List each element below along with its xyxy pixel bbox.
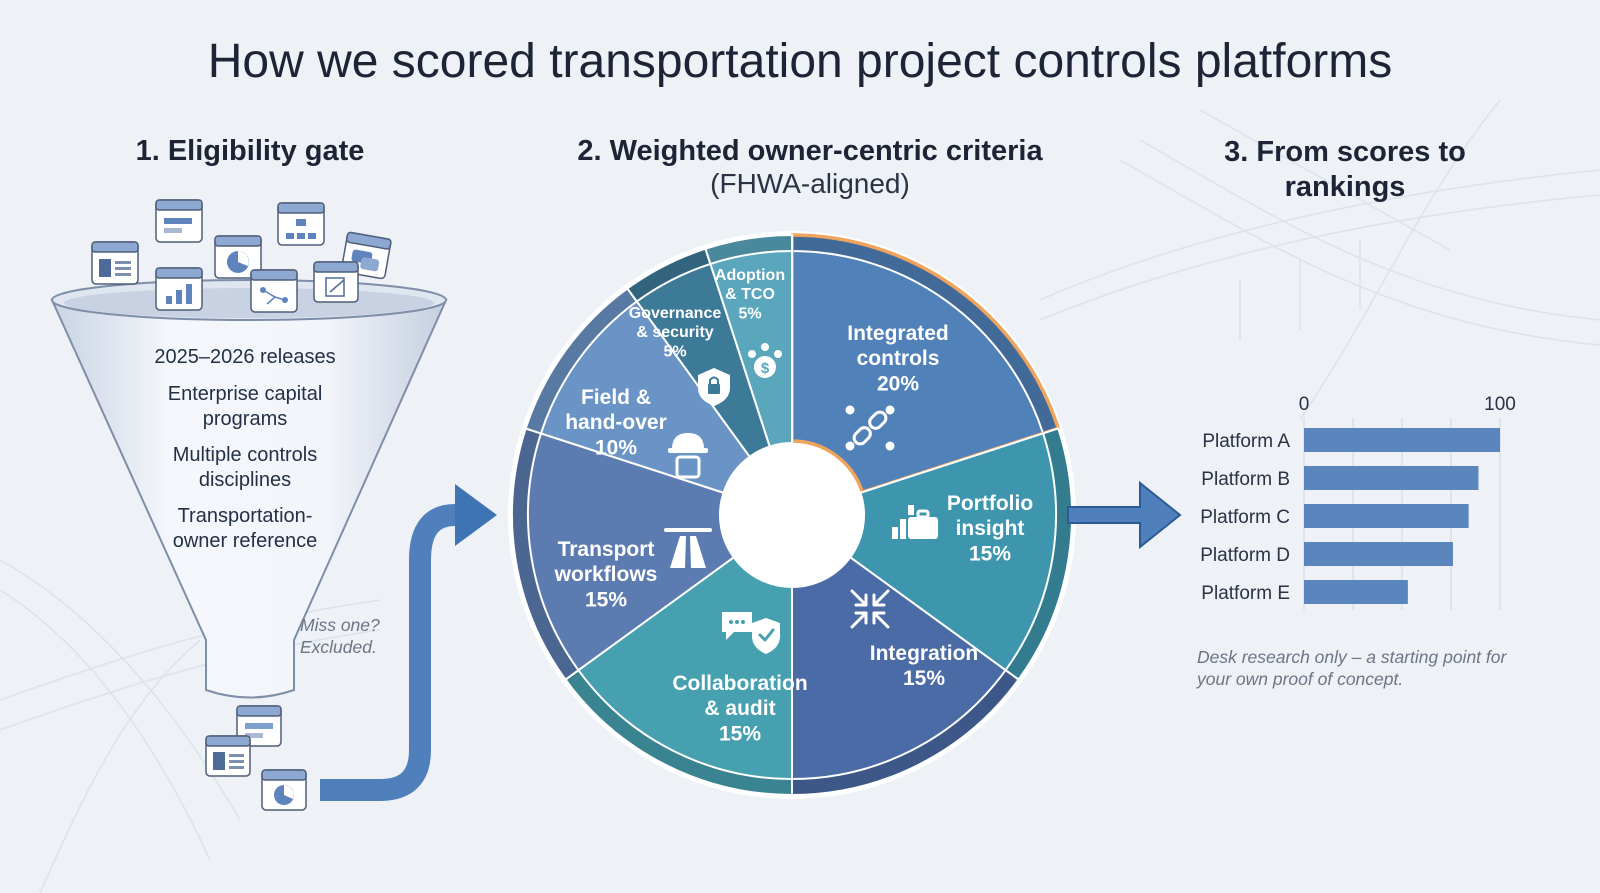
page-title: How we scored transportation project con… (207, 35, 1393, 88)
svg-text:$: $ (761, 360, 770, 377)
ranking-bar (1304, 428, 1500, 452)
wheel-center-hole (720, 443, 864, 587)
gate-criterion: Transportation-owner reference (172, 505, 318, 552)
highway-icon (664, 528, 712, 568)
desk-research-note: Desk research only – a starting point fo… (1197, 647, 1507, 689)
highlighted-segment-outline (790, 233, 1061, 494)
briefcase-chart-icon (892, 505, 938, 539)
miss-one-note: Miss one? Excluded. (300, 615, 380, 657)
step-2-title: 2. Weighted owner-centric criteria (577, 135, 1043, 167)
chat-shield-icon (722, 612, 780, 654)
step-2-subtitle: (FHWA-aligned) (710, 168, 910, 199)
flow-arrowhead (455, 484, 497, 546)
x-tick-label: 0 (1299, 394, 1310, 415)
link-icon (845, 405, 895, 451)
gate-criterion: 2025–2026 releases (154, 346, 336, 368)
people-dollar-icon: $ (748, 343, 782, 378)
step-3-heading: 3. From scores to rankings (1224, 136, 1466, 203)
step-2-heading: 2. Weighted owner-centric criteria (FHWA… (520, 135, 1100, 200)
hardhat-tablet-icon (668, 433, 708, 479)
ranking-bar (1304, 542, 1453, 566)
output-arrow (1067, 480, 1182, 550)
app-window-icons (91, 199, 392, 811)
step-1-heading: 1. Eligibility gate (135, 135, 365, 167)
ranking-bar (1304, 580, 1408, 604)
bar-category-label: Platform D (1200, 545, 1290, 566)
ranking-bar (1304, 504, 1469, 528)
wheel-segment-rim (704, 233, 793, 266)
bar-category-label: Platform A (1202, 431, 1290, 452)
x-tick-label: 100 (1484, 394, 1516, 415)
flow-arrow (320, 504, 460, 801)
gate-criterion: Multiple controls disciplines (172, 444, 318, 491)
bar-category-label: Platform C (1200, 507, 1290, 528)
funnel-graphic (50, 199, 497, 811)
bar-category-label: Platform E (1201, 583, 1290, 604)
arrows-inward-icon (850, 589, 890, 629)
funnel-body (50, 299, 448, 699)
lock-shield-icon (698, 368, 730, 406)
bar-category-label: Platform B (1201, 469, 1290, 490)
gate-criterion: Enterprise capital programs (167, 383, 323, 430)
ranking-bar (1304, 466, 1479, 490)
